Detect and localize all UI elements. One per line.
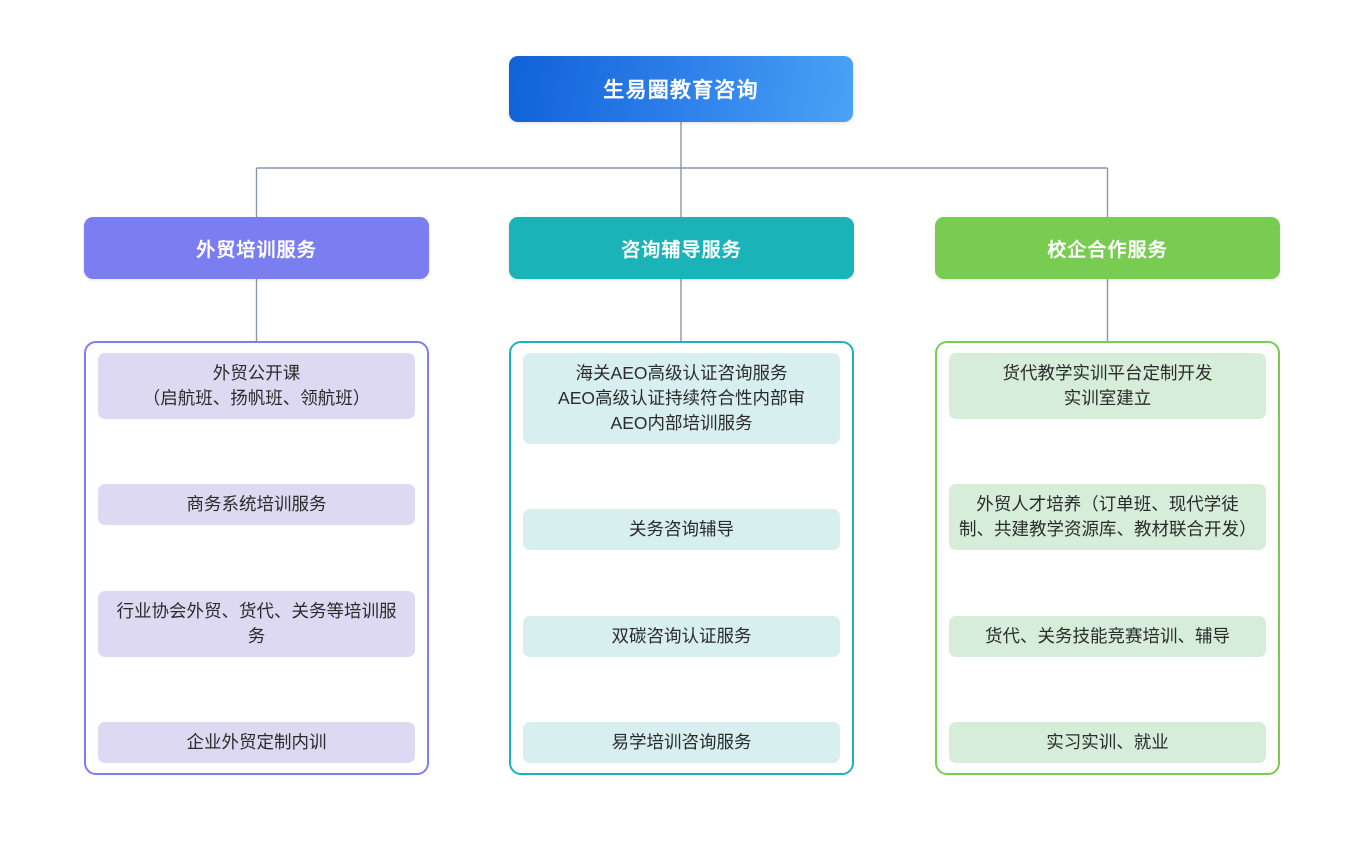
branch-header-2[interactable]: 咨询辅导服务 — [509, 217, 854, 279]
service-card[interactable]: 双碳咨询认证服务 — [523, 615, 840, 657]
service-card[interactable]: 商务系统培训服务 — [98, 484, 415, 526]
branch-column-3: 校企合作服务 货代教学实训平台定制开发 实训室建立 外贸人才培养（订单班、现代学… — [935, 217, 1280, 775]
service-card-label: 海关AEO高级认证咨询服务 AEO高级认证持续符合性内部审 AEO内部培训服务 — [558, 363, 805, 433]
branch-card-container-2: 海关AEO高级认证咨询服务 AEO高级认证持续符合性内部审 AEO内部培训服务 … — [509, 341, 854, 775]
root-node[interactable]: 生易圈教育咨询 — [509, 56, 853, 122]
service-card[interactable]: 行业协会外贸、货代、关务等培训服务 — [98, 590, 415, 657]
branch-column-1: 外贸培训服务 外贸公开课 （启航班、扬帆班、领航班） 商务系统培训服务 行业协会… — [84, 217, 429, 775]
branch-header-1[interactable]: 外贸培训服务 — [84, 217, 429, 279]
branch-column-2: 咨询辅导服务 海关AEO高级认证咨询服务 AEO高级认证持续符合性内部审 AEO… — [509, 217, 854, 775]
service-card[interactable]: 货代、关务技能竞赛培训、辅导 — [949, 615, 1266, 657]
branch-card-container-1: 外贸公开课 （启航班、扬帆班、领航班） 商务系统培训服务 行业协会外贸、货代、关… — [84, 341, 429, 775]
service-card[interactable]: 外贸公开课 （启航班、扬帆班、领航班） — [98, 353, 415, 419]
service-card-label: 企业外贸定制内训 — [186, 732, 327, 753]
service-card[interactable]: 关务咨询辅导 — [523, 509, 840, 551]
service-card-label: 外贸公开课 （启航班、扬帆班、领航班） — [142, 363, 371, 408]
service-card[interactable]: 易学培训咨询服务 — [523, 722, 840, 763]
service-card-label: 外贸人才培养（订单班、现代学徒制、共建教学资源库、教材联合开发） — [959, 494, 1257, 540]
service-card-label: 商务系统培训服务 — [186, 494, 327, 515]
branch-header-label-2: 咨询辅导服务 — [621, 239, 742, 261]
service-card-label: 双碳咨询认证服务 — [611, 625, 752, 646]
service-card-label: 实习实训、就业 — [1046, 732, 1169, 753]
service-card-label: 货代教学实训平台定制开发 实训室建立 — [1002, 363, 1213, 408]
branch-card-container-3: 货代教学实训平台定制开发 实训室建立 外贸人才培养（订单班、现代学徒制、共建教学… — [935, 341, 1280, 775]
service-card-label: 易学培训咨询服务 — [611, 732, 752, 753]
service-card[interactable]: 外贸人才培养（订单班、现代学徒制、共建教学资源库、教材联合开发） — [949, 484, 1266, 551]
service-card[interactable]: 货代教学实训平台定制开发 实训室建立 — [949, 353, 1266, 419]
service-card[interactable]: 海关AEO高级认证咨询服务 AEO高级认证持续符合性内部审 AEO内部培训服务 — [523, 353, 840, 444]
branch-header-label-1: 外贸培训服务 — [196, 239, 317, 261]
service-card[interactable]: 实习实训、就业 — [949, 722, 1266, 763]
service-card[interactable]: 企业外贸定制内训 — [98, 722, 415, 763]
service-card-label: 行业协会外贸、货代、关务等培训服务 — [116, 600, 397, 646]
branch-header-label-3: 校企合作服务 — [1047, 239, 1168, 261]
branch-header-3[interactable]: 校企合作服务 — [935, 217, 1280, 279]
service-card-label: 货代、关务技能竞赛培训、辅导 — [985, 625, 1230, 646]
service-card-label: 关务咨询辅导 — [629, 519, 734, 540]
root-node-label: 生易圈教育咨询 — [603, 79, 759, 102]
